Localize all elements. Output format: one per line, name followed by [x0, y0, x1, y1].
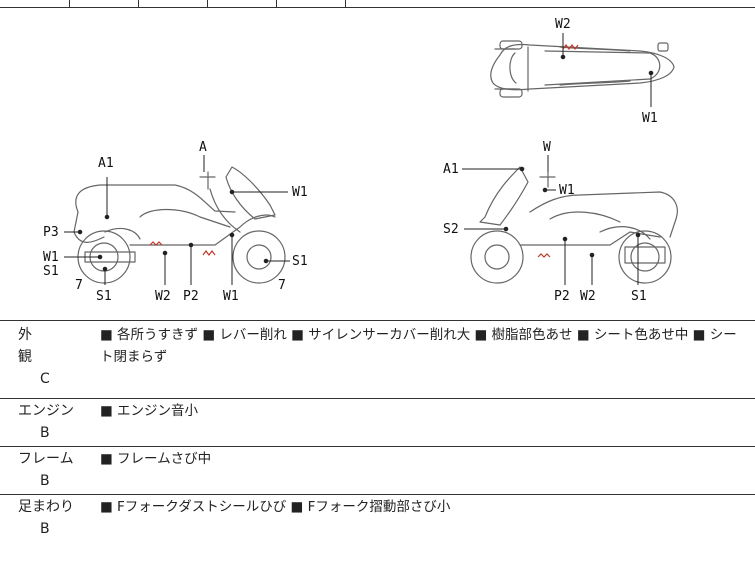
- row-divider: [0, 398, 755, 399]
- scooter-left-view: [73, 166, 286, 284]
- row-divider: [0, 446, 755, 447]
- category-cell: フレーム B: [18, 448, 78, 492]
- row-divider: [0, 320, 755, 321]
- category-cell: 足まわり B: [18, 496, 78, 540]
- diagram-label: 7: [75, 278, 83, 293]
- category-name: フレーム: [18, 451, 74, 467]
- leader-lines: [64, 33, 654, 285]
- row-divider: [0, 494, 755, 495]
- category-cell: エンジン B: [18, 400, 78, 444]
- category-name: 外観: [18, 327, 54, 365]
- diagram-label: P2: [554, 289, 570, 304]
- diagram-label: A1: [443, 162, 459, 177]
- diagram-label: W2: [580, 289, 596, 304]
- header-row-bottom-border: [0, 7, 755, 8]
- inspection-row-engine: エンジン B ■ エンジン音小: [0, 400, 755, 446]
- scooter-right-view: [470, 166, 678, 284]
- diagram-label: P3: [43, 225, 59, 240]
- diagram-label: A1: [98, 156, 114, 171]
- category-cell: 外観 C: [18, 324, 78, 390]
- header-divider: [207, 0, 208, 7]
- diagram-label: S1: [631, 289, 647, 304]
- diagram-label: S1: [292, 254, 308, 269]
- damage-diagram: W2 W1 A A1 W1 P3 W1 S1 7 S1 W2 P2 W1 7 S…: [0, 7, 755, 320]
- diagram-label: W1: [223, 289, 239, 304]
- diagram-label: S1: [96, 289, 112, 304]
- category-grade: C: [40, 371, 50, 387]
- category-grade: B: [40, 425, 50, 441]
- inspection-row-suspension: 足まわり B ■ Fフォークダストシールひび ■ Fフォーク摺動部さび小: [0, 496, 755, 556]
- inspection-notes: ■ フレームさび中: [100, 451, 212, 467]
- diagram-label: W2: [155, 289, 171, 304]
- header-divider: [276, 0, 277, 7]
- inspection-notes: ■ 各所うすきず ■ レバー削れ ■ サイレンサーカバー削れ大 ■ 樹脂部色あせ…: [100, 327, 737, 365]
- header-divider: [345, 0, 346, 7]
- diagram-label: A: [199, 140, 207, 155]
- inspection-notes: ■ エンジン音小: [100, 403, 199, 419]
- category-name: エンジン: [18, 403, 74, 419]
- header-divider: [138, 0, 139, 7]
- diagram-label: 7: [278, 278, 286, 293]
- category-name: 足まわり: [18, 499, 74, 515]
- category-grade: B: [40, 521, 50, 537]
- scooter-top-view: [490, 40, 675, 98]
- inspection-row-exterior: 外観 C ■ 各所うすきず ■ レバー削れ ■ サイレンサーカバー削れ大 ■ 樹…: [0, 324, 755, 398]
- category-grade: B: [40, 473, 50, 489]
- scooter-diagram-svg: W2 W1 A A1 W1 P3 W1 S1 7 S1 W2 P2 W1 7 S…: [43, 17, 678, 304]
- diagram-label: W1: [559, 183, 575, 198]
- diagram-label: S1: [43, 264, 59, 279]
- inspection-row-frame: フレーム B ■ フレームさび中: [0, 448, 755, 494]
- damage-marks: [149, 44, 579, 258]
- diagram-label: S2: [443, 222, 459, 237]
- diagram-label: W1: [642, 111, 658, 126]
- diagram-label: W: [543, 140, 551, 155]
- diagram-labels: W2 W1 A A1 W1 P3 W1 S1 7 S1 W2 P2 W1 7 S…: [43, 17, 658, 304]
- diagram-label: W1: [43, 250, 59, 265]
- diagram-label: P2: [183, 289, 199, 304]
- header-divider: [69, 0, 70, 7]
- inspection-notes: ■ Fフォークダストシールひび ■ Fフォーク摺動部さび小: [100, 499, 451, 515]
- diagram-label: W1: [292, 185, 308, 200]
- diagram-label: W2: [555, 17, 571, 32]
